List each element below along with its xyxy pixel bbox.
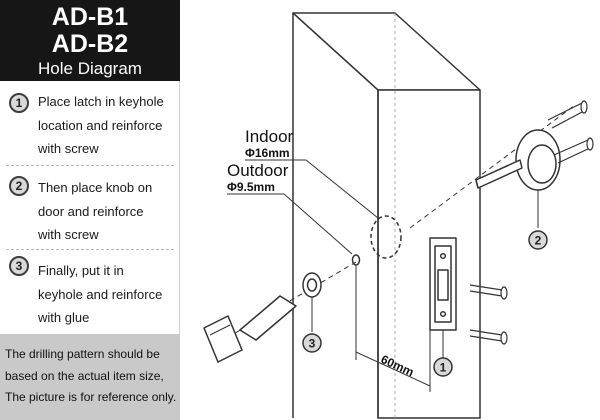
step-divider	[6, 165, 174, 166]
backset-dimension	[355, 266, 431, 392]
door-lock-diagram: 2 1 3 Indoor Φ16mm Outdoor Φ9.5mm 60mm	[203, 12, 594, 419]
step-number-badge: 3	[9, 256, 29, 276]
callout-number-3: 3	[309, 337, 316, 351]
step-3: 3 Finally, put it in keyhole and reinfor…	[0, 250, 180, 332]
latch-faceplate	[429, 237, 457, 331]
indoor-diameter: Φ16mm	[245, 146, 290, 160]
diagram-subtitle: Hole Diagram	[38, 59, 142, 78]
callout-number-1: 1	[440, 361, 447, 375]
screws	[469, 100, 594, 345]
step-3-text: Finally, put it in keyhole and reinforce…	[38, 263, 163, 325]
step-number-badge: 2	[9, 176, 29, 196]
knob-assembly	[475, 129, 561, 191]
reference-note: The drilling pattern should be based on …	[0, 334, 180, 420]
indoor-hole	[370, 215, 402, 259]
indoor-label: Indoor	[245, 127, 294, 146]
key	[203, 295, 297, 363]
step-2-text: Then place knob on door and reinforce wi…	[38, 180, 153, 242]
cylinder-insert	[302, 272, 322, 332]
door-slab	[292, 12, 481, 419]
step-number-badge: 1	[9, 93, 29, 113]
callout-badge-3	[302, 333, 322, 353]
step-2: 2 Then place knob on door and reinforce …	[0, 167, 180, 249]
title-block: AD-B1 AD-B2 Hole Diagram	[0, 0, 180, 81]
outdoor-label: Outdoor	[227, 161, 289, 180]
step-1-text: Place latch in keyhole location and rein…	[38, 94, 164, 156]
model-name-1: AD-B1	[51, 3, 129, 31]
callout-badge-2	[528, 230, 548, 250]
step-divider	[6, 249, 174, 250]
model-name-2: AD-B2	[51, 30, 129, 58]
callout-badge-1	[433, 357, 453, 377]
instruction-sidebar: AD-B1 AD-B2 Hole Diagram 1 Place latch i…	[0, 0, 180, 420]
step-1: 1 Place latch in keyhole location and re…	[0, 84, 180, 166]
callout-number-2: 2	[535, 234, 542, 248]
outdoor-diameter: Φ9.5mm	[227, 180, 275, 194]
